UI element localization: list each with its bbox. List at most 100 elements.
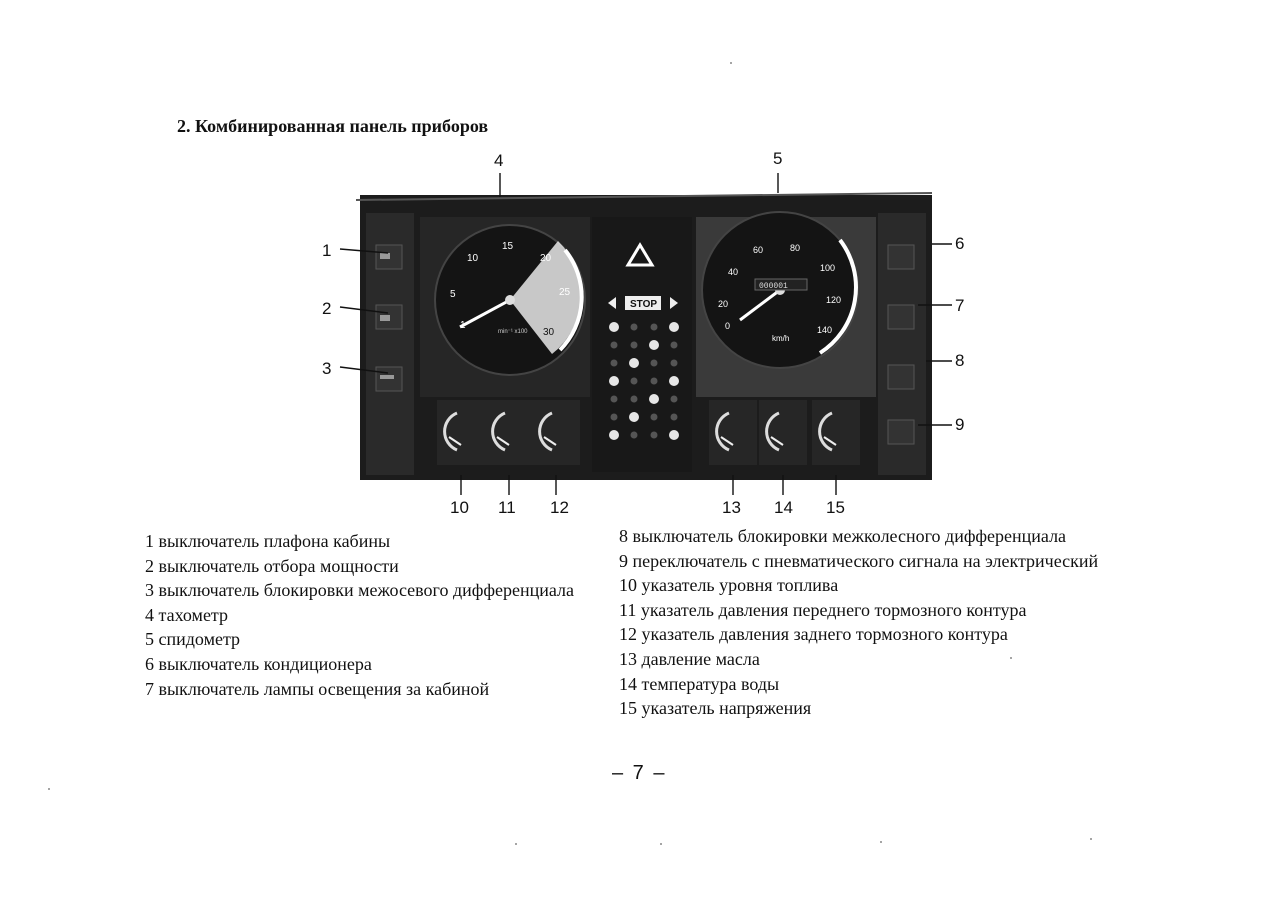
warning-lamp-icon bbox=[630, 395, 638, 403]
small-gauge-needle bbox=[543, 436, 557, 446]
callout-9: 9 bbox=[955, 415, 965, 434]
legend-right-list: 8 выключатель блокировки межколесного ди… bbox=[619, 524, 1098, 721]
small-gauge-scale bbox=[443, 411, 458, 452]
switch-glyph bbox=[380, 315, 390, 321]
speedo-tick-label: 100 bbox=[820, 263, 835, 273]
warning-lamp-icon bbox=[650, 377, 658, 385]
callout-7: 7 bbox=[955, 296, 965, 315]
warning-lamp-icon bbox=[669, 322, 679, 332]
section-heading: 2. Комбинированная панель приборов bbox=[177, 116, 489, 136]
callout-2: 2 bbox=[322, 299, 332, 318]
legend-item: 9 переключатель с пневматического сигнал… bbox=[619, 550, 1099, 571]
warning-lamp-icon bbox=[629, 358, 639, 368]
warning-lamp-icon bbox=[650, 359, 658, 367]
callout-11: 11 bbox=[498, 498, 516, 517]
callout-5: 5 bbox=[773, 149, 783, 168]
callout-10: 10 bbox=[450, 498, 469, 517]
callout-13: 13 bbox=[722, 498, 741, 517]
warning-lamp-icon bbox=[609, 430, 619, 440]
page-number: – 7 – bbox=[612, 762, 667, 784]
tacho-needle bbox=[459, 298, 511, 329]
warning-lamp-icon bbox=[610, 413, 618, 421]
tacho-red-zone bbox=[558, 248, 584, 352]
switch-glyph bbox=[380, 253, 390, 259]
small-gauge-needle bbox=[496, 436, 510, 446]
odometer-readout: 000001 bbox=[759, 282, 788, 291]
warning-lamp-icon bbox=[650, 431, 658, 439]
stop-label: STOP bbox=[630, 299, 657, 310]
legend-left-list: 1 выключатель плафона кабины 2 выключате… bbox=[145, 529, 574, 701]
scan-speck bbox=[730, 62, 732, 64]
turn-right-icon bbox=[670, 297, 678, 309]
small-gauge-scale bbox=[765, 411, 780, 452]
warning-lamp-icon bbox=[670, 413, 678, 421]
scan-speck bbox=[880, 841, 882, 843]
legend-item: 7 выключатель лампы освещения за кабиной bbox=[145, 678, 490, 699]
tacho-tick-label: 5 bbox=[450, 289, 456, 300]
callout-3: 3 bbox=[322, 359, 332, 378]
legend-item: 5 спидометр bbox=[145, 629, 241, 650]
legend-item: 13 давление масла bbox=[619, 648, 760, 669]
rear-light-switch bbox=[887, 304, 915, 330]
dashboard-top-edge bbox=[355, 192, 933, 201]
tacho-hub bbox=[505, 295, 515, 305]
cross-axle-lock-switch bbox=[887, 364, 915, 390]
speedo-tick-label: 140 bbox=[817, 325, 832, 335]
speedo-tick-label: 0 bbox=[725, 321, 730, 331]
warning-lamp-icon bbox=[630, 341, 638, 349]
speedo-needle bbox=[739, 288, 781, 322]
small-gauge-row bbox=[437, 400, 860, 465]
speedo-tick-label: 120 bbox=[826, 295, 841, 305]
legend-item: 6 выключатель кондиционера bbox=[145, 653, 372, 674]
tacho-tick-label: 15 bbox=[502, 241, 514, 252]
small-gauge-scale bbox=[715, 411, 730, 452]
instrument-panel-illustration: 1 5 10 15 20 25 30 min⁻¹ x100 STOP 00000… bbox=[339, 173, 952, 495]
tacho-tick-label: 25 bbox=[559, 287, 571, 298]
warning-lamp-icon bbox=[610, 341, 618, 349]
speedo-tick-label: 60 bbox=[753, 245, 763, 255]
warning-lamp-icon bbox=[610, 395, 618, 403]
callout-15: 15 bbox=[826, 498, 845, 517]
scan-speck bbox=[515, 843, 517, 845]
legend-item: 4 тахометр bbox=[145, 604, 229, 625]
small-gauge-needle bbox=[720, 436, 734, 446]
warning-lamp-icon bbox=[629, 412, 639, 422]
instrument-panel-figure: 1 5 10 15 20 25 30 min⁻¹ x100 STOP 00000… bbox=[300, 145, 1000, 525]
legend-item: 14 температура воды bbox=[619, 673, 780, 694]
odometer-window bbox=[754, 278, 808, 291]
brand-logo-icon bbox=[625, 242, 655, 267]
small-gauge-needle bbox=[770, 436, 784, 446]
small-gauge-scale bbox=[818, 411, 833, 452]
scan-speck bbox=[1010, 657, 1012, 659]
callout-4: 4 bbox=[494, 151, 504, 170]
callout-1: 1 bbox=[322, 241, 332, 260]
callout-8: 8 bbox=[955, 351, 965, 370]
warning-lamp-icon bbox=[649, 394, 659, 404]
warning-lamp-icon bbox=[649, 340, 659, 350]
switch-glyph bbox=[380, 375, 394, 379]
warning-lamp-icon bbox=[669, 376, 679, 386]
speedo-tick-label: 40 bbox=[728, 267, 738, 277]
warning-lamp-icon bbox=[630, 431, 638, 439]
warning-lamp-icon bbox=[609, 322, 619, 332]
warning-lamp-icon bbox=[630, 377, 638, 385]
legend-item: 8 выключатель блокировки межколесного ди… bbox=[619, 526, 1067, 546]
small-gauge-needle bbox=[448, 436, 462, 446]
tacho-tick-label: 1 bbox=[460, 320, 466, 331]
speedo-tick-label: 80 bbox=[790, 243, 800, 253]
scan-speck bbox=[1090, 838, 1092, 840]
small-gauge-scale bbox=[491, 411, 506, 452]
legend-item: 15 указатель напряжения bbox=[619, 698, 812, 719]
warning-lamp-icon bbox=[650, 323, 658, 331]
speedo-unit: km/h bbox=[772, 334, 789, 343]
scan-speck bbox=[660, 843, 662, 845]
ac-switch bbox=[887, 244, 915, 270]
warning-lamp-icon bbox=[669, 430, 679, 440]
stop-lamp bbox=[625, 296, 661, 310]
scan-speck bbox=[48, 788, 50, 790]
legend-item: 11 указатель давления переднего тормозно… bbox=[619, 599, 1027, 620]
warning-lamp-icon bbox=[609, 376, 619, 386]
tacho-unit: min⁻¹ x100 bbox=[498, 329, 528, 335]
speedo-arc bbox=[818, 238, 858, 355]
legend-item: 12 указатель давления заднего тормозного… bbox=[619, 624, 1008, 645]
